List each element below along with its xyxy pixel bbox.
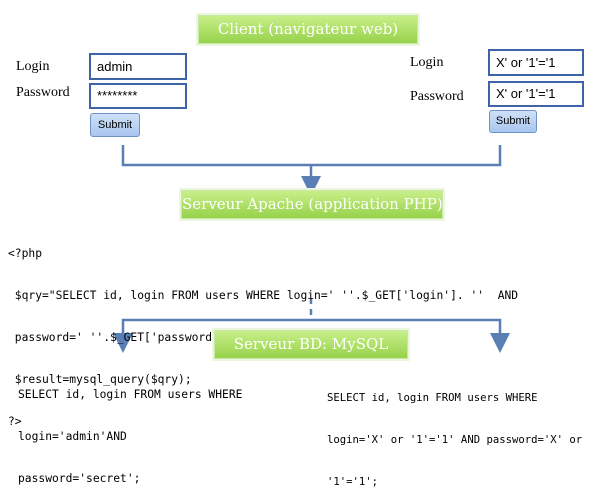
client-to-server-connector (121, 145, 502, 167)
right-password-input[interactable]: X' or '1'='1 (488, 81, 584, 107)
query-line: SELECT id, login FROM users WHERE (18, 388, 243, 401)
server-banner: Serveur Apache (application PHP) (181, 190, 443, 219)
query-line: '1'='1'; (327, 476, 379, 488)
right-login-label: Login (410, 55, 444, 70)
left-login-label: Login (16, 59, 50, 74)
db-title: Serveur BD: MySQL (233, 335, 389, 353)
client-banner: Client (navigateur web) (198, 15, 418, 44)
query-line: password='secret'; (18, 472, 141, 485)
query-line: SELECT id, login FROM users WHERE (327, 392, 538, 404)
left-password-input[interactable]: ******** (89, 83, 187, 109)
left-sql-query: SELECT id, login FROM users WHERE login=… (18, 360, 242, 500)
right-submit-button[interactable]: Submit (489, 110, 537, 133)
client-title: Client (navigateur web) (217, 20, 399, 38)
code-line: $qry="SELECT id, login FROM users WHERE … (8, 289, 519, 302)
right-password-label: Password (410, 89, 464, 104)
query-line: login='admin'AND (18, 430, 127, 443)
right-sql-query: SELECT id, login FROM users WHERE login=… (327, 363, 582, 503)
server-title: Serveur Apache (application PHP) (182, 195, 443, 213)
left-password-label: Password (16, 85, 70, 100)
code-line: <?php (8, 247, 43, 260)
left-submit-button[interactable]: Submit (90, 113, 140, 137)
query-line: login='X' or '1'='1' AND password='X' or (327, 434, 583, 446)
db-banner: Serveur BD: MySQL (214, 330, 408, 359)
php-code-block: <?php $qry="SELECT id, login FROM users … (8, 219, 518, 443)
left-login-input[interactable]: admin (89, 53, 187, 80)
right-login-input[interactable]: X' or '1'='1 (488, 49, 584, 76)
connector-arrows (113, 145, 510, 353)
code-line: $result=mysql_query($qry); (8, 373, 192, 386)
